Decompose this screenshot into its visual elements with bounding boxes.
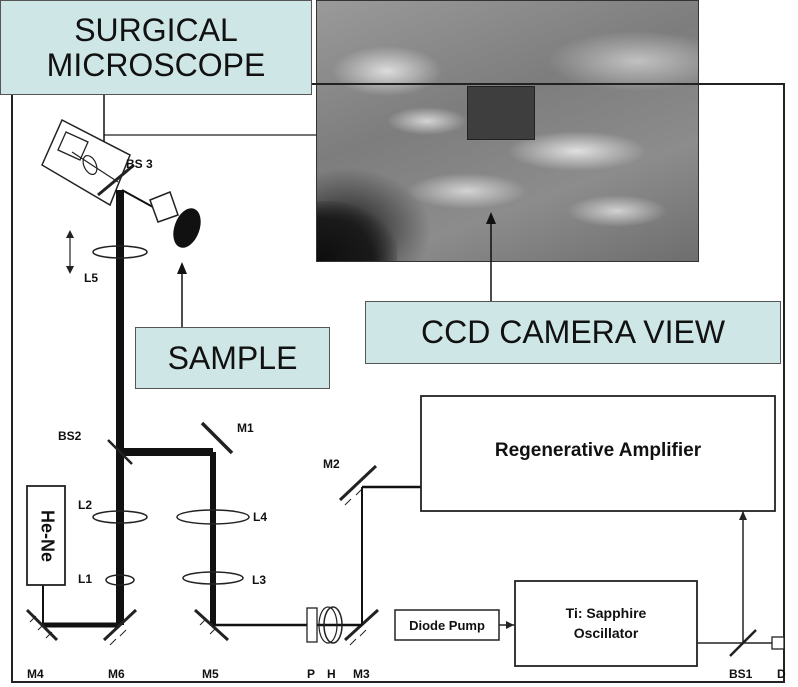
- lens-l2: [92, 510, 148, 524]
- sample-callout: SAMPLE: [135, 327, 330, 389]
- ccd-arrow-head: [486, 212, 496, 224]
- sample-arrow-head: [177, 262, 187, 274]
- label-l1: L1: [78, 572, 92, 586]
- detector-d: [771, 636, 785, 650]
- he-ne-label: He-Ne: [37, 510, 57, 562]
- label-l4: L4: [253, 510, 267, 524]
- oscillator-label-line1: Ti: Sapphire: [566, 605, 647, 621]
- label-l5: L5: [84, 271, 98, 285]
- label-l3: L3: [252, 573, 266, 587]
- waveplate-h: [323, 606, 343, 644]
- ccd-camera-image: [316, 0, 699, 262]
- bs3-splitter: [97, 163, 135, 197]
- diode-pump-label: Diode Pump: [409, 618, 485, 633]
- oscillator-label-line2: Oscillator: [574, 625, 639, 641]
- lens-l3: [182, 571, 244, 585]
- lens-l1: [105, 574, 135, 586]
- label-p: P: [307, 667, 315, 681]
- ablated-region: [467, 86, 535, 140]
- he-ne-laser-box: [26, 485, 66, 586]
- label-d: D: [777, 667, 786, 681]
- label-m5: M5: [202, 667, 219, 681]
- label-l2: L2: [78, 498, 92, 512]
- surgical-callout-line2: MICROSCOPE: [46, 46, 266, 83]
- polarizer-p: [306, 607, 318, 643]
- surgical-callout-line1: SURGICAL: [74, 11, 238, 48]
- label-h: H: [327, 667, 336, 681]
- label-m1: M1: [237, 421, 254, 435]
- bs1-splitter: [729, 629, 757, 657]
- microscope-body: [41, 118, 131, 207]
- camera-shadow: [317, 201, 397, 261]
- mirror-m5: [193, 608, 230, 642]
- outer-frame: [11, 83, 785, 683]
- bs2-splitter: [107, 439, 133, 465]
- mirror-m2: [338, 464, 378, 506]
- label-m3: M3: [353, 667, 370, 681]
- label-bs1: BS1: [729, 667, 753, 681]
- label-m6: M6: [108, 667, 125, 681]
- mirror-m1: [200, 421, 234, 455]
- lens-l4: [176, 509, 250, 525]
- mirror-m6: [102, 608, 138, 646]
- label-bs2: BS2: [58, 429, 82, 443]
- regen-amplifier-box: [420, 395, 776, 512]
- label-m2: M2: [323, 457, 340, 471]
- mirror-m4: [25, 608, 59, 642]
- objective-and-sample: [121, 189, 201, 248]
- oscillator-box: [514, 580, 698, 667]
- diode-pump-box: [394, 609, 500, 641]
- lens-l5: [92, 245, 148, 259]
- regen-amplifier-label: Regenerative Amplifier: [495, 440, 702, 461]
- ccd-camera-view-callout: CCD CAMERA VIEW: [365, 301, 781, 364]
- label-m4: M4: [27, 667, 44, 681]
- surgical-microscope-callout: SURGICAL MICROSCOPE: [0, 0, 312, 95]
- label-bs3: BS 3: [126, 157, 153, 171]
